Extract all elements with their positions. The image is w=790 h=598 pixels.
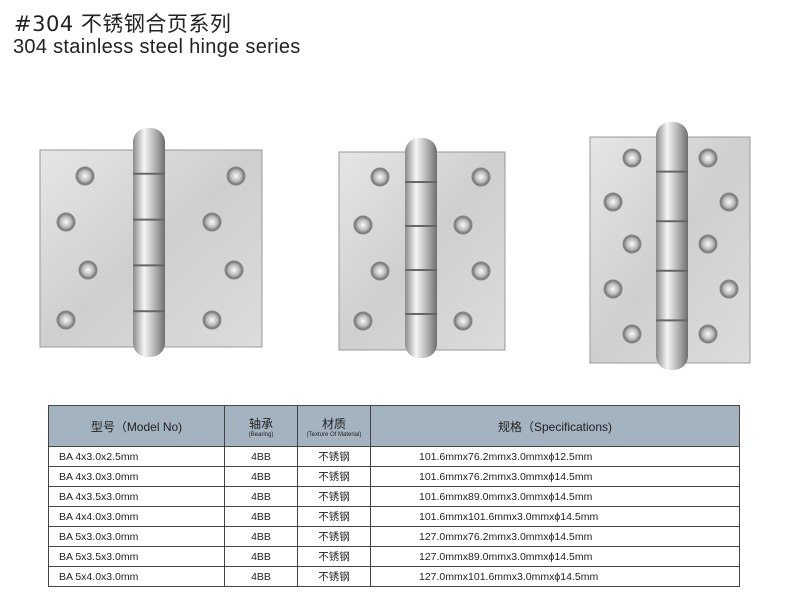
screw-hole — [622, 148, 642, 168]
screw-hole — [719, 192, 739, 212]
screw-hole — [622, 234, 642, 254]
bearing-cell: 4BB — [224, 486, 298, 507]
hinge-knuckle — [133, 128, 165, 357]
spec-cell: 127.0mmx89.0mmx3.0mmxϕ14.5mm — [370, 546, 740, 567]
material-cell: 不锈钢 — [297, 446, 371, 467]
screw-hole — [719, 279, 739, 299]
screw-hole — [226, 166, 246, 186]
model-cell: BA 4x3.5x3.0mm — [48, 486, 225, 507]
hinge-images — [39, 122, 751, 370]
screw-hole — [603, 279, 623, 299]
screw-hole — [56, 212, 76, 232]
spec-cell: 101.6mmx101.6mmx3.0mmxϕ14.5mm — [370, 506, 740, 527]
header-sublabel: (Texture Of Material) — [306, 431, 362, 438]
screw-hole — [56, 310, 76, 330]
screw-hole — [75, 166, 95, 186]
screw-hole — [202, 310, 222, 330]
material-cell: 不锈钢 — [297, 526, 371, 547]
column-header: 轴承(Bearing) — [224, 405, 298, 447]
spec-cell: 127.0mmx101.6mmx3.0mmxϕ14.5mm — [370, 566, 740, 587]
bearing-cell: 4BB — [224, 506, 298, 527]
material-cell: 不锈钢 — [297, 506, 371, 527]
screw-hole — [224, 260, 244, 280]
screw-hole — [353, 215, 373, 235]
header-label: 轴承 — [248, 416, 273, 431]
screw-hole — [453, 215, 473, 235]
material-cell: 不锈钢 — [297, 546, 371, 567]
screw-hole — [370, 167, 390, 187]
hinge-3 — [589, 122, 751, 370]
spec-cell: 127.0mmx76.2mmx3.0mmxϕ14.5mm — [370, 526, 740, 547]
bearing-cell: 4BB — [224, 546, 298, 567]
hinge-2 — [338, 138, 506, 358]
column-header: 材质(Texture Of Material) — [297, 405, 371, 447]
screw-hole — [698, 148, 718, 168]
screw-hole — [202, 212, 222, 232]
model-cell: BA 5x3.5x3.0mm — [48, 546, 225, 567]
screw-hole — [698, 234, 718, 254]
hinge-1 — [39, 128, 263, 357]
model-cell: BA 5x3.0x3.0mm — [48, 526, 225, 547]
bearing-cell: 4BB — [224, 566, 298, 587]
screw-hole — [453, 311, 473, 331]
screw-hole — [698, 324, 718, 344]
screw-hole — [370, 261, 390, 281]
header-label: 型号（Model No) — [90, 419, 183, 434]
screw-hole — [622, 324, 642, 344]
screw-hole — [78, 260, 98, 280]
title-chinese: #304 不锈钢合页系列 — [14, 12, 232, 36]
model-cell: BA 5x4.0x3.0mm — [48, 566, 225, 587]
header-sublabel: (Bearing) — [248, 431, 274, 438]
spec-cell: 101.6mmx76.2mmx3.0mmxϕ14.5mm — [370, 466, 740, 487]
hinge-knuckle — [405, 138, 437, 358]
material-cell: 不锈钢 — [297, 566, 371, 587]
model-cell: BA 4x3.0x2.5mm — [48, 446, 225, 467]
header-label: 规格（Specifications) — [497, 419, 613, 434]
screw-hole — [603, 192, 623, 212]
column-header: 规格（Specifications) — [370, 405, 740, 447]
title-english: 304 stainless steel hinge series — [13, 36, 301, 58]
spec-cell: 101.6mmx89.0mmx3.0mmxϕ14.5mm — [370, 486, 740, 507]
model-cell: BA 4x3.0x3.0mm — [48, 466, 225, 487]
bearing-cell: 4BB — [224, 526, 298, 547]
screw-hole — [471, 261, 491, 281]
spec-cell: 101.6mmx76.2mmx3.0mmxϕ12.5mm — [370, 446, 740, 467]
screw-hole — [353, 311, 373, 331]
header-label: 材质 — [321, 416, 346, 431]
material-cell: 不锈钢 — [297, 486, 371, 507]
bearing-cell: 4BB — [224, 466, 298, 487]
material-cell: 不锈钢 — [297, 466, 371, 487]
specifications-table: 型号（Model No)轴承(Bearing)材质(Texture Of Mat… — [48, 405, 740, 587]
hinge-knuckle — [656, 122, 688, 370]
bearing-cell: 4BB — [224, 446, 298, 467]
column-header: 型号（Model No) — [48, 405, 225, 447]
screw-hole — [471, 167, 491, 187]
model-cell: BA 4x4.0x3.0mm — [48, 506, 225, 527]
